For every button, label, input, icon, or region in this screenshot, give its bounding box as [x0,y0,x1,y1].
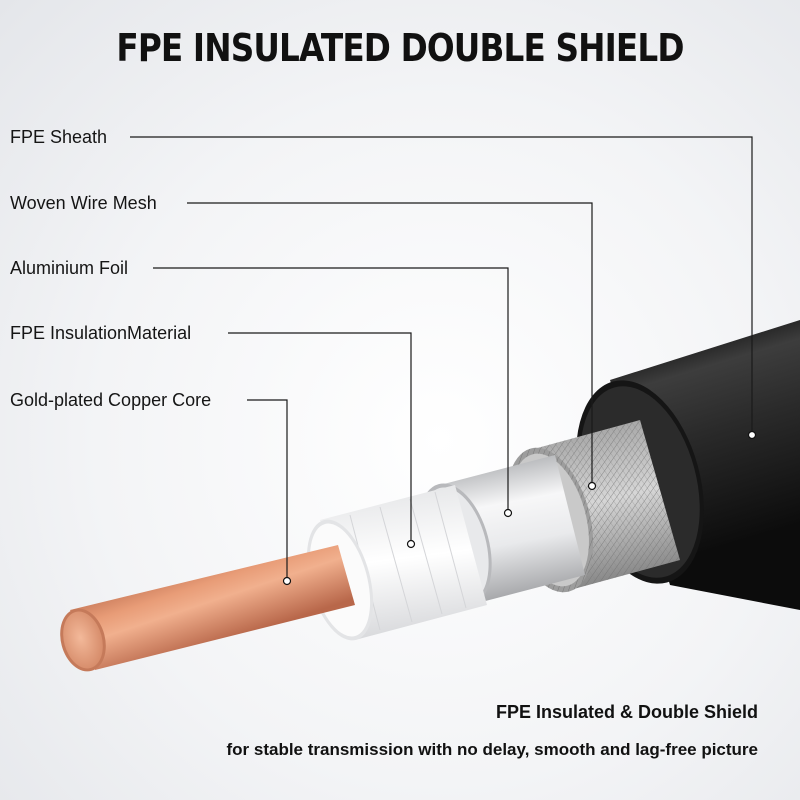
label-aluminium-foil: Aluminium Foil [10,258,129,278]
label-woven-wire-mesh: Woven Wire Mesh [10,193,157,213]
page-title: FPE INSULATED DOUBLE SHIELD [116,26,684,70]
caption-headline: FPE Insulated & Double Shield [495,702,758,722]
label-copper-core: Gold-plated Copper Core [10,390,212,410]
core-layer [60,545,355,672]
leader-lines [130,136,753,581]
caption-subline: for stable transmission with no delay, s… [226,740,759,759]
label-fpe-insulation: FPE InsulationMaterial [10,323,192,343]
leader-dots [282,430,757,586]
label-fpe-sheath: FPE Sheath [10,127,108,147]
